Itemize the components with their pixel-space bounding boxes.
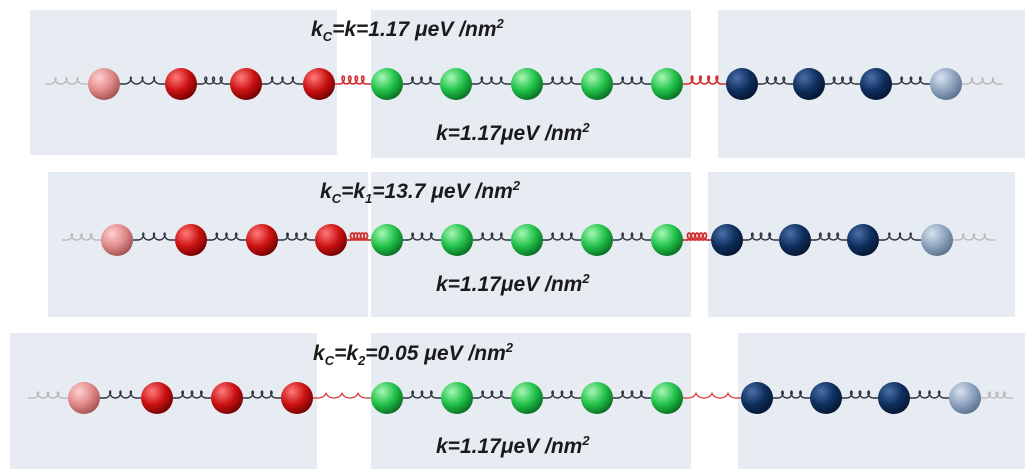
chain-spring: [473, 232, 511, 241]
chain-spring: [403, 390, 441, 399]
navy-bead: [779, 224, 811, 256]
chain-spring: [120, 76, 165, 85]
green-bead: [371, 68, 403, 100]
green-bead: [581, 382, 613, 414]
red-bead: [246, 224, 278, 256]
chain-spring: [472, 76, 511, 85]
navy-bead: [741, 382, 773, 414]
end-red-bead: [68, 382, 100, 414]
tail-spring: [962, 77, 1003, 85]
green-bead: [441, 224, 473, 256]
end-navy-bead: [949, 382, 981, 414]
chain-spring: [613, 232, 651, 241]
tail-spring: [953, 233, 995, 241]
green-bead: [581, 224, 613, 256]
chain-spring: [278, 232, 315, 241]
navy-bead: [860, 68, 892, 100]
navy-bead: [810, 382, 842, 414]
tail-spring: [62, 233, 101, 241]
chain-spring: [403, 232, 441, 241]
green-bead: [511, 382, 543, 414]
chain-spring: [613, 76, 651, 85]
coupling-spring: [313, 392, 371, 399]
chain-spring: [207, 232, 246, 241]
chain-spring: [243, 390, 281, 399]
navy-bead: [711, 224, 743, 256]
bulk-label-row-2: k=1.17μeV /nm2: [436, 271, 590, 296]
chain-spring: [543, 76, 581, 85]
end-red-bead: [101, 224, 133, 256]
green-bead: [511, 224, 543, 256]
green-bead: [371, 382, 403, 414]
coupling-spring: [683, 75, 726, 85]
navy-bead: [726, 68, 758, 100]
chain-spring: [173, 390, 211, 399]
green-bead: [441, 382, 473, 414]
beads-layer: [68, 68, 981, 414]
chain-spring: [879, 232, 921, 241]
chain-spring: [773, 390, 810, 399]
chain-spring: [473, 390, 511, 399]
green-bead: [440, 68, 472, 100]
coupling-spring: [683, 392, 741, 399]
chain-spring: [100, 390, 141, 399]
chain-spring: [262, 76, 303, 85]
navy-bead: [878, 382, 910, 414]
green-bead: [371, 224, 403, 256]
panel-row-2-left: [48, 172, 368, 317]
green-bead: [651, 382, 683, 414]
chain-spring: [743, 232, 779, 241]
red-bead: [211, 382, 243, 414]
chain-spring: [133, 232, 175, 241]
tail-spring: [981, 391, 1013, 399]
end-navy-bead: [930, 68, 962, 100]
tail-spring: [28, 391, 68, 399]
end-navy-bead: [921, 224, 953, 256]
tail-spring: [45, 77, 88, 85]
chain-spring: [811, 232, 847, 241]
chain-spring: [892, 76, 930, 85]
green-bead: [581, 68, 613, 100]
chain-spring: [613, 390, 651, 399]
chain-spring: [758, 76, 793, 85]
green-bead: [651, 68, 683, 100]
bulk-label-row-3: k=1.17μeV /nm2: [436, 433, 590, 458]
chain-spring: [197, 76, 230, 85]
end-red-bead: [88, 68, 120, 100]
chain-spring: [543, 390, 581, 399]
bulk-label-row-1: k=1.17μeV /nm2: [436, 120, 590, 145]
red-bead: [230, 68, 262, 100]
coupling-label-row-3: kC=k2=0.05 μeV /nm2: [313, 340, 513, 369]
red-bead: [281, 382, 313, 414]
green-bead: [511, 68, 543, 100]
chain-spring: [825, 76, 860, 85]
navy-bead: [793, 68, 825, 100]
springs-layer: [28, 75, 1013, 399]
chain-spring: [842, 390, 878, 399]
navy-bead: [847, 224, 879, 256]
red-bead: [165, 68, 197, 100]
chain-spring: [910, 390, 949, 399]
coupling-spring: [335, 75, 371, 85]
green-bead: [651, 224, 683, 256]
coupling-label-row-2: kC=k1=13.7 μeV /nm2: [320, 178, 520, 207]
chain-spring: [403, 76, 440, 85]
chain-spring: [543, 232, 581, 241]
coupling-spring: [347, 232, 371, 241]
red-bead: [141, 382, 173, 414]
coupling-label-row-1: kC=k=1.17 μeV /nm2: [311, 16, 504, 45]
coupling-spring: [683, 232, 711, 241]
red-bead: [315, 224, 347, 256]
red-bead: [303, 68, 335, 100]
red-bead: [175, 224, 207, 256]
